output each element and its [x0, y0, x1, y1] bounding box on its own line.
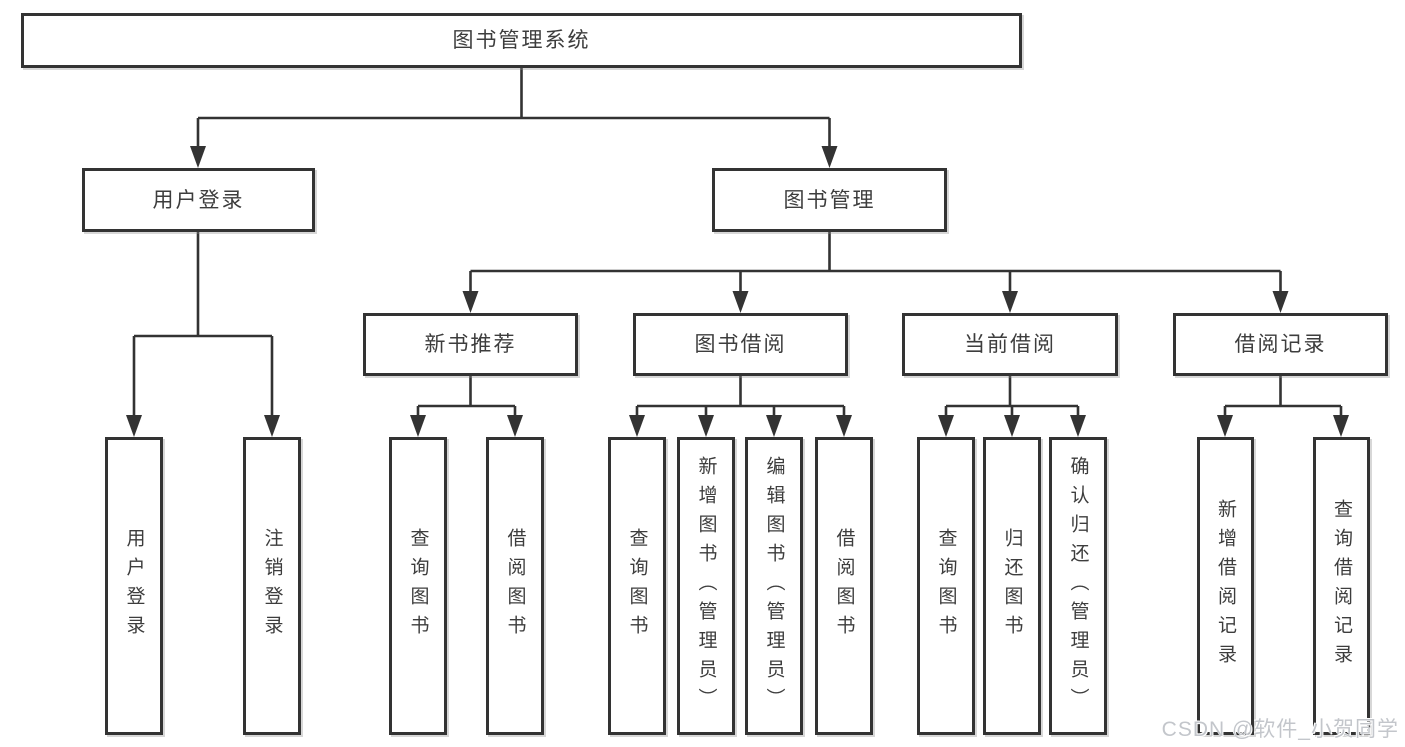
- node-label: 图书借阅: [694, 333, 787, 356]
- leaf-borrow-books-recommend: 借阅图书: [486, 437, 544, 735]
- leaf-label: 借阅图书: [504, 528, 526, 644]
- leaf-label: 查询图书: [626, 528, 648, 644]
- leaf-query-books-borrow: 查询图书: [608, 437, 666, 735]
- leaf-label: 用户登录: [123, 528, 145, 644]
- leaf-label: 归还图书: [1001, 528, 1023, 644]
- node-label: 当前借阅: [964, 333, 1056, 356]
- leaf-query-borrow-record: 查询借阅记录: [1313, 437, 1370, 735]
- leaf-label: 确认归还（管理员）: [1067, 455, 1089, 717]
- node-book-borrowing: 图书借阅: [633, 313, 848, 376]
- node-label: 图书管理系统: [452, 29, 591, 52]
- node-library-management-system: 图书管理系统: [21, 13, 1022, 68]
- leaf-label: 新增借阅记录: [1215, 499, 1236, 673]
- leaf-return-books: 归还图书: [983, 437, 1041, 735]
- leaf-query-books-current: 查询图书: [917, 437, 975, 735]
- leaf-borrow-books: 借阅图书: [815, 437, 873, 735]
- leaf-label: 查询图书: [407, 528, 429, 644]
- node-new-book-recommendation: 新书推荐: [363, 313, 578, 376]
- node-book-management: 图书管理: [712, 168, 947, 232]
- node-label: 新书推荐: [424, 333, 517, 356]
- node-label: 图书管理: [783, 188, 876, 212]
- node-label: 借阅记录: [1234, 333, 1327, 356]
- leaf-label: 查询借阅记录: [1331, 499, 1352, 673]
- leaf-label: 借阅图书: [833, 528, 855, 644]
- leaf-query-books-recommend: 查询图书: [389, 437, 447, 735]
- leaf-logout: 注销登录: [243, 437, 301, 735]
- leaf-label: 查询图书: [935, 528, 957, 644]
- node-label: 用户登录: [152, 188, 245, 212]
- leaf-label: 新增图书（管理员）: [695, 455, 717, 717]
- leaf-confirm-return-admin: 确认归还（管理员）: [1049, 437, 1107, 735]
- leaf-label: 编辑图书（管理员）: [763, 455, 785, 717]
- node-user-login: 用户登录: [82, 168, 315, 232]
- leaf-add-books-admin: 新增图书（管理员）: [677, 437, 735, 735]
- node-borrowing-records: 借阅记录: [1173, 313, 1388, 376]
- leaf-edit-books-admin: 编辑图书（管理员）: [745, 437, 803, 735]
- node-current-borrowing: 当前借阅: [902, 313, 1118, 376]
- leaf-user-login: 用户登录: [105, 437, 163, 735]
- leaf-label: 注销登录: [261, 528, 283, 644]
- csdn-watermark: CSDN @软件_小贺同学: [1161, 718, 1399, 741]
- leaf-add-borrow-record: 新增借阅记录: [1197, 437, 1254, 735]
